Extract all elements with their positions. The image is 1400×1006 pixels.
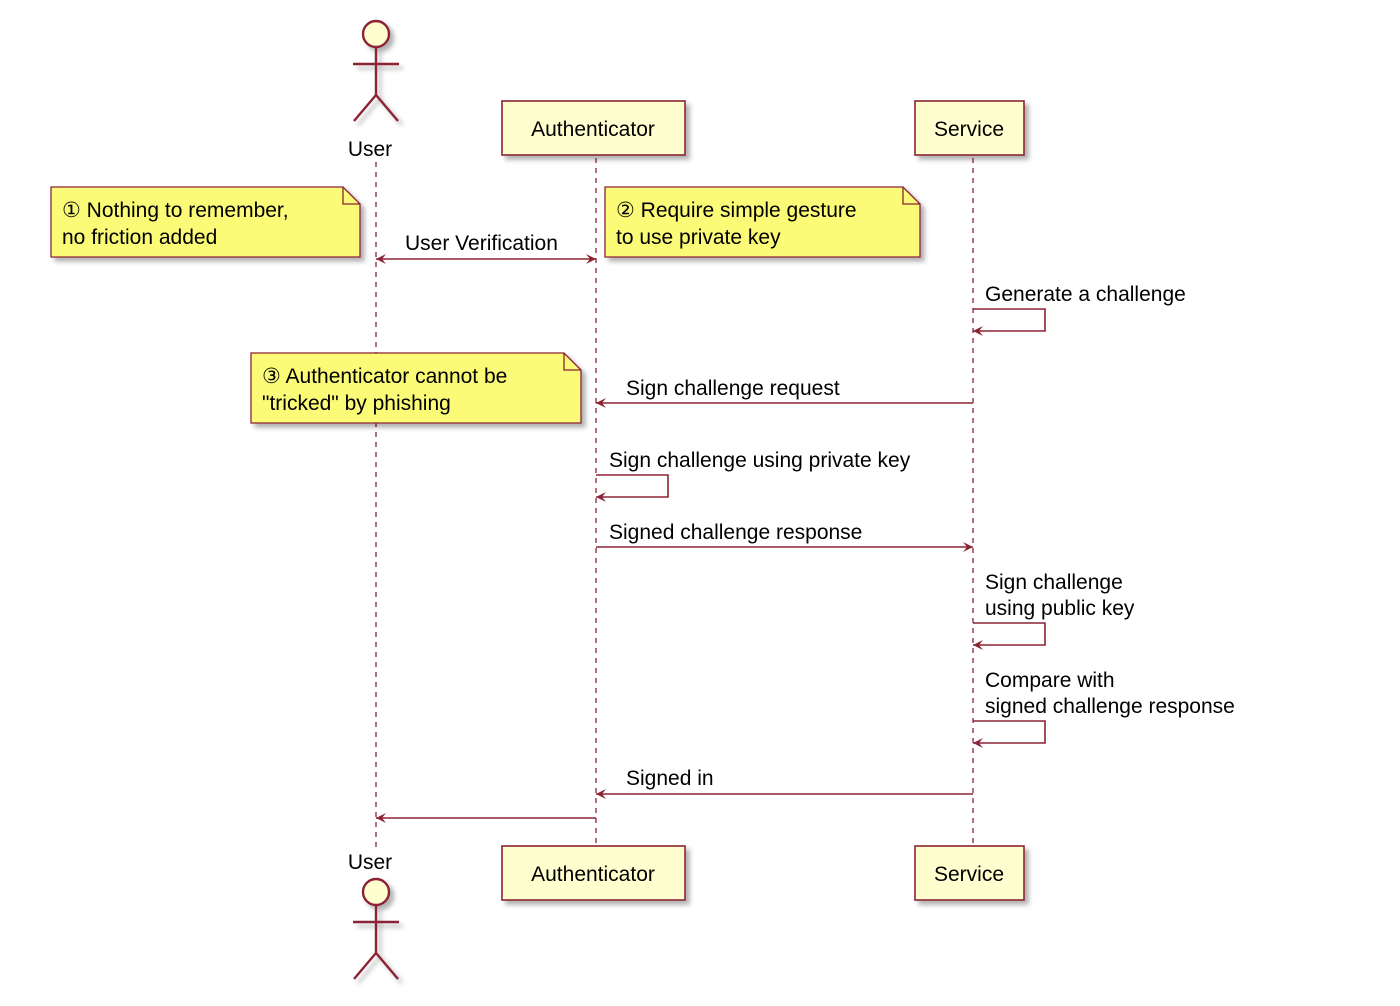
message-sign-public-key: Sign challenge using public key: [973, 571, 1135, 650]
note-1-line-1: ① Nothing to remember,: [62, 199, 289, 222]
actor-head: [361, 19, 391, 49]
note-1: ① Nothing to remember, no friction added: [50, 186, 361, 258]
message-1-label: User Verification: [405, 232, 558, 255]
message-4-label: Sign challenge using private key: [609, 449, 911, 472]
message-7-label-line-2: signed challenge response: [985, 695, 1235, 718]
note-1-line-2: no friction added: [62, 226, 217, 249]
message-7-label-line-1: Compare with: [985, 669, 1115, 692]
note-3: ③ Authenticator cannot be "tricked" by p…: [250, 352, 582, 424]
participant-label-service-bottom: Service: [934, 863, 1004, 886]
participant-label-authenticator-top: Authenticator: [531, 118, 655, 141]
message-signed-challenge-response: Signed challenge response: [596, 521, 973, 552]
participant-box-authenticator-bottom: [501, 845, 686, 901]
actor-head: [361, 877, 391, 907]
participant-label-user-top: User: [348, 138, 392, 161]
message-2-label: Generate a challenge: [985, 283, 1186, 306]
message-user-verification: User Verification: [376, 232, 596, 264]
message-8-label: Signed in: [626, 767, 714, 790]
participant-box-service-bottom: [914, 845, 1025, 901]
message-5-label: Signed challenge response: [609, 521, 862, 544]
note-2-line-1: ② Require simple gesture: [616, 199, 857, 222]
note-2: ② Require simple gesture to use private …: [604, 186, 921, 258]
message-sign-challenge-request: Sign challenge request: [596, 377, 973, 408]
participant-label-authenticator-bottom: Authenticator: [531, 863, 655, 886]
note-3-line-2: "tricked" by phishing: [262, 392, 451, 415]
actor-user-top: [353, 19, 399, 122]
message-generate-challenge: Generate a challenge: [973, 283, 1186, 336]
message-signed-in: Signed in: [596, 767, 973, 799]
note-3-line-1: ③ Authenticator cannot be: [262, 365, 507, 388]
message-sign-private-key: Sign challenge using private key: [596, 449, 911, 502]
participant-label-user-bottom: User: [348, 851, 392, 874]
participant-box-service-top: [914, 100, 1025, 156]
note-2-line-2: to use private key: [616, 226, 781, 249]
actor-user-bottom: [353, 877, 399, 980]
participant-box-authenticator-top: [501, 100, 686, 156]
message-compare: Compare with signed challenge response: [973, 669, 1235, 748]
message-3-label: Sign challenge request: [626, 377, 840, 400]
message-6-label-line-1: Sign challenge: [985, 571, 1123, 594]
participant-label-service-top: Service: [934, 118, 1004, 141]
message-6-label-line-2: using public key: [985, 597, 1135, 620]
